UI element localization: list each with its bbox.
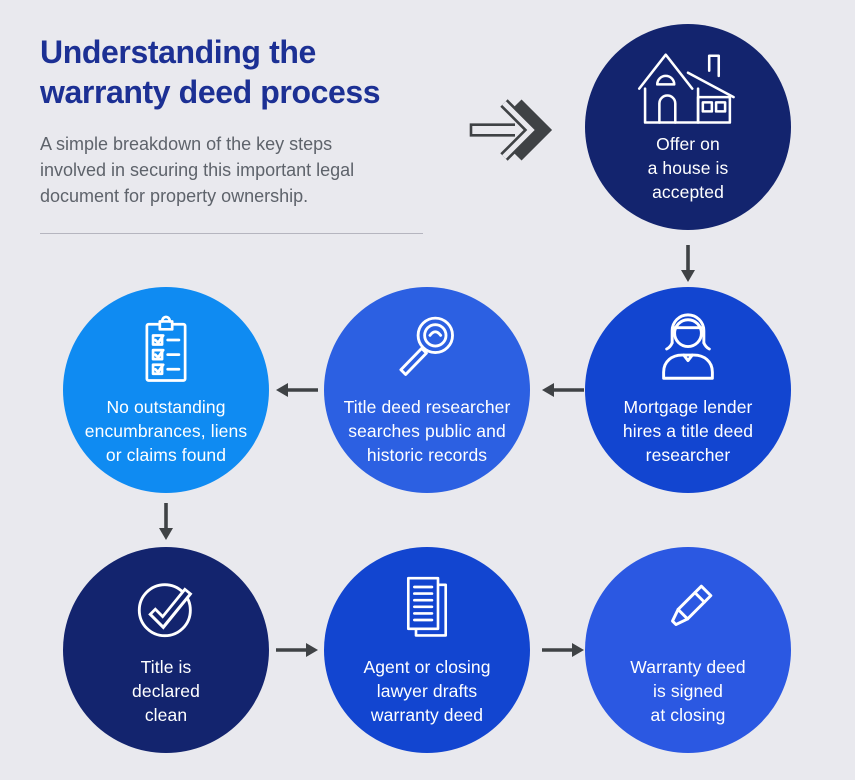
step-label-line: warranty deed [370, 705, 484, 725]
step-label: Title is declared clean [132, 655, 200, 727]
page-subtitle: A simple breakdown of the key steps invo… [40, 131, 440, 209]
step-label-line: Title is [140, 657, 192, 677]
header-divider [40, 233, 423, 234]
step-label-line: or claims found [105, 445, 227, 465]
step-lender-hires-researcher: Mortgage lender hires a title deed resea… [585, 287, 791, 493]
step-label-line: encumbrances, liens [84, 421, 248, 441]
step-label-line: searches public and [348, 421, 506, 441]
arrow-left-icon [274, 381, 320, 404]
page-subtitle-line-3: document for property ownership. [40, 186, 309, 206]
step-label: Offer on a house is accepted [648, 132, 729, 204]
page-subtitle-line-1: A simple breakdown of the key steps [40, 134, 333, 154]
step-label-line: lawyer drafts [376, 681, 478, 701]
house-icon [635, 46, 741, 126]
step-label-line: Mortgage lender [623, 397, 753, 417]
step-label: Warranty deed is signed at closing [630, 655, 745, 727]
page-title: Understanding the warranty deed process [40, 32, 440, 112]
step-label-line: accepted [652, 182, 724, 202]
page-title-line-1: Understanding the [40, 34, 316, 70]
step-lawyer-drafts-deed: Agent or closing lawyer drafts warranty … [324, 547, 530, 753]
check-circle-icon [126, 569, 206, 649]
step-label-line: a house is [647, 158, 729, 178]
page-subtitle-line-2: involved in securing this important lega… [40, 160, 355, 180]
step-researcher-searches: Title deed researcher searches public an… [324, 287, 530, 493]
step-label-line: No outstanding [106, 397, 226, 417]
step-label: No outstanding encumbrances, liens or cl… [85, 395, 247, 467]
magnifier-icon [389, 309, 465, 389]
step-label: Title deed researcher searches public an… [344, 395, 511, 467]
step-deed-signed: Warranty deed is signed at closing [585, 547, 791, 753]
step-label: Agent or closing lawyer drafts warranty … [363, 655, 490, 727]
pen-icon [649, 569, 727, 649]
step-label-line: declared [132, 681, 200, 701]
arrow-down-icon [157, 501, 175, 546]
step-label-line: Title deed researcher [343, 397, 511, 417]
step-label-line: hires a title deed [622, 421, 754, 441]
lender-person-icon [649, 309, 727, 389]
step-label-line: researcher [645, 445, 731, 465]
page-title-line-2: warranty deed process [40, 74, 381, 110]
step-label-line: Agent or closing [363, 657, 491, 677]
step-label-line: Offer on [656, 134, 720, 154]
fast-forward-arrow-icon [468, 96, 562, 169]
clipboard-checklist-icon [130, 309, 202, 389]
arrow-left-icon [540, 381, 586, 404]
header: Understanding the warranty deed process … [40, 32, 440, 209]
step-label-line: historic records [366, 445, 488, 465]
documents-icon [394, 569, 460, 649]
arrow-right-icon [274, 641, 320, 664]
step-label-line: is signed [653, 681, 723, 701]
step-label-line: clean [144, 705, 188, 725]
step-no-encumbrances: No outstanding encumbrances, liens or cl… [63, 287, 269, 493]
step-offer-accepted: Offer on a house is accepted [585, 24, 791, 230]
arrow-down-icon [679, 243, 697, 288]
step-label-line: at closing [650, 705, 726, 725]
arrow-right-icon [540, 641, 586, 664]
step-title-declared-clean: Title is declared clean [63, 547, 269, 753]
step-label: Mortgage lender hires a title deed resea… [623, 395, 753, 467]
step-label-line: Warranty deed [630, 657, 746, 677]
